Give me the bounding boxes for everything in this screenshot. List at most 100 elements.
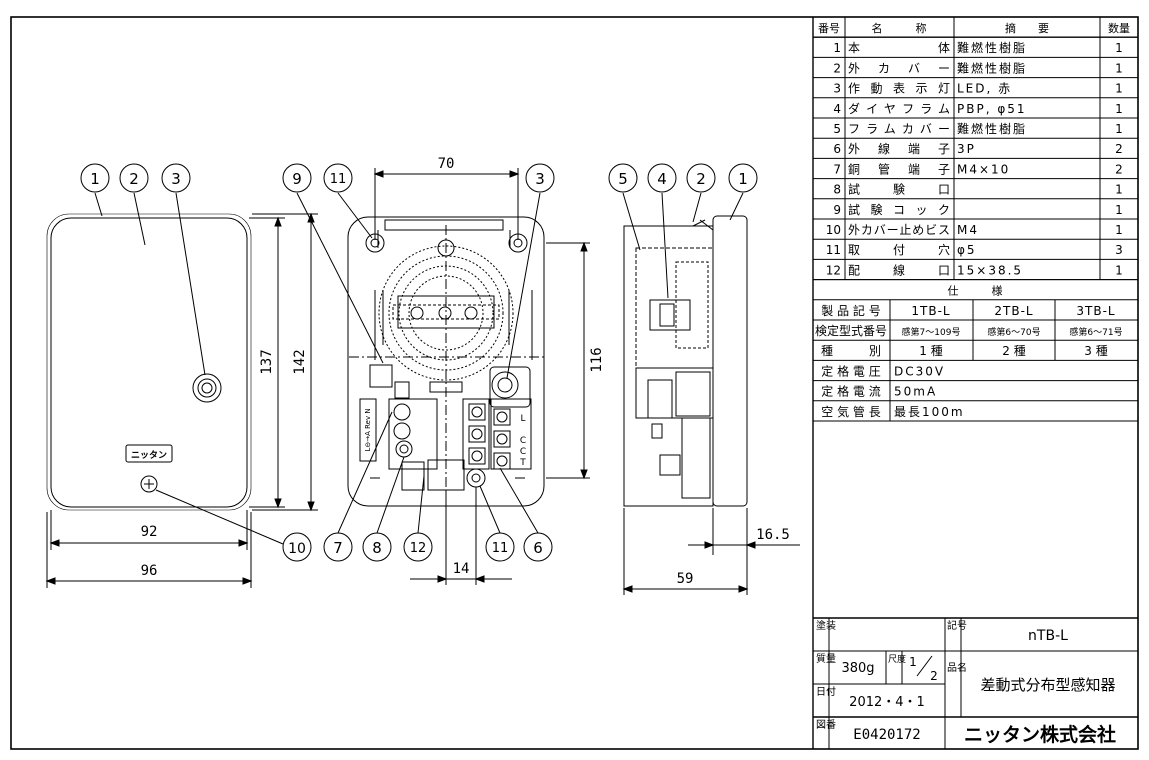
- dim-width-outer: 96: [141, 563, 158, 579]
- dim-top: 70: [438, 156, 455, 172]
- callout-label: 7: [333, 539, 343, 557]
- side-callouts: 5 4 2 1: [608, 163, 758, 193]
- front-logo: ニッタン: [131, 449, 167, 461]
- test-port: [395, 440, 413, 458]
- cert-number: 感第6～71号: [1069, 326, 1122, 338]
- parts-name: 配 線 口: [848, 262, 950, 277]
- spec-row-value: DC30V: [894, 364, 945, 378]
- parts-name: 本 体: [848, 41, 950, 55]
- parts-qty: 2: [1115, 162, 1123, 176]
- front-view-body: [50, 217, 248, 508]
- symbol-label: 記号: [947, 619, 967, 632]
- cert-label: 検定型式番号: [815, 323, 887, 338]
- callout-circle: [523, 532, 553, 562]
- callout-circle: [80, 163, 110, 193]
- callout-circle: [485, 532, 515, 562]
- parts-name: 作 動 表 示 灯: [848, 82, 950, 96]
- spec-title: 仕 様: [948, 284, 1003, 298]
- callout-label: 11: [492, 541, 509, 556]
- type-value: 2 種: [1002, 344, 1025, 358]
- callout-label: 6: [533, 539, 543, 557]
- parts-name: 銅 管 端 子: [848, 161, 950, 176]
- inner-callouts: 9 11 3 7 8 12 11 6: [282, 163, 555, 562]
- parts-name: 外 カ バ ー: [848, 61, 950, 75]
- callout-circle: [525, 163, 555, 193]
- spec-row-value: 最長100m: [894, 405, 965, 419]
- spec-row-label: 空 気 管 長: [821, 404, 880, 419]
- callout-circle: [647, 163, 677, 193]
- scale-label: 尺度: [888, 653, 906, 665]
- parts-qty: 2: [1115, 142, 1123, 156]
- parts-spec: 難燃性樹脂: [957, 60, 1027, 75]
- parts-spec: M4: [957, 223, 979, 237]
- spec-row-label: 定 格 電 流: [821, 384, 880, 399]
- callout-circle: [728, 163, 758, 193]
- diaphragm: [378, 245, 514, 381]
- parts-qty: 1: [1115, 223, 1123, 237]
- parts-header-cell: 番号: [818, 22, 840, 35]
- callout-circle: [119, 163, 149, 193]
- mass-value: 380g: [841, 661, 874, 676]
- callout-label: 8: [372, 539, 382, 557]
- callout-label: 4: [657, 170, 667, 188]
- terminal-label: L: [520, 414, 525, 424]
- test-port-label: L⊖→A Rev N: [364, 408, 372, 451]
- parts-header-cell: 数量: [1108, 22, 1130, 35]
- callout-label: 12: [410, 541, 427, 556]
- callout-circle: [608, 163, 638, 193]
- finish-label: 塗装: [816, 619, 836, 632]
- inner-view: [296, 168, 590, 585]
- callout-circle: [362, 532, 392, 562]
- callout-label: 1: [90, 170, 100, 188]
- parts-qty: 1: [1115, 183, 1123, 197]
- company-name: ニッタン株式会社: [964, 723, 1116, 746]
- terminal-label: T: [519, 458, 526, 468]
- type-value: 1 種: [919, 344, 942, 358]
- dim-bottom: 14: [453, 561, 470, 577]
- dim-height-inner: 137: [259, 349, 275, 374]
- side-view-cover: [712, 215, 748, 507]
- callout-label: 3: [171, 170, 181, 188]
- cert-number: 感第6～70号: [987, 326, 1040, 338]
- parts-name: 試 験 口: [848, 182, 950, 197]
- spec-row-value: 50mA: [894, 385, 937, 399]
- callout-circle: [323, 163, 353, 193]
- spec-row-label: 定 格 電 圧: [821, 363, 880, 378]
- scale-denominator: 2: [930, 669, 938, 683]
- parts-qty: 1: [1115, 203, 1123, 217]
- dim-height-outer: 142: [292, 349, 308, 374]
- parts-qty: 1: [1115, 82, 1123, 96]
- product-name: 差動式分布型感知器: [980, 676, 1115, 694]
- parts-qty: 1: [1115, 122, 1123, 136]
- date-value: 2012・4・1: [849, 695, 925, 710]
- type-value: 3 種: [1084, 344, 1107, 358]
- name-label: 品名: [947, 661, 967, 674]
- parts-no: 10: [826, 223, 841, 237]
- callout-circle: [161, 163, 191, 193]
- led-indicator: [192, 373, 222, 403]
- dim-depth: 59: [677, 571, 694, 587]
- mount-hole: [466, 468, 486, 488]
- parts-qty: 1: [1115, 102, 1123, 116]
- side-view: [622, 192, 800, 595]
- parts-header-cell: 名 称: [872, 21, 927, 35]
- parts-no: 3: [833, 82, 841, 96]
- callout-circle: [403, 532, 433, 562]
- parts-spec: 難燃性樹脂: [957, 40, 1027, 55]
- callout-label: 9: [292, 170, 302, 188]
- type-label: 種 別: [821, 344, 881, 358]
- callout-label: 1: [738, 170, 748, 188]
- scale-numerator: 1: [909, 655, 917, 669]
- right-panel: [812, 16, 1139, 749]
- parts-no: 9: [833, 203, 841, 217]
- callout-circle: [282, 163, 312, 193]
- parts-spec: 3P: [957, 142, 976, 156]
- model-code: 3TB-L: [1076, 304, 1115, 318]
- parts-qty: 1: [1115, 263, 1123, 277]
- dim-cover: 16.5: [756, 527, 790, 543]
- drawing-number: E0420172: [853, 727, 920, 743]
- parts-no: 4: [833, 102, 841, 116]
- parts-spec: φ5: [957, 243, 977, 257]
